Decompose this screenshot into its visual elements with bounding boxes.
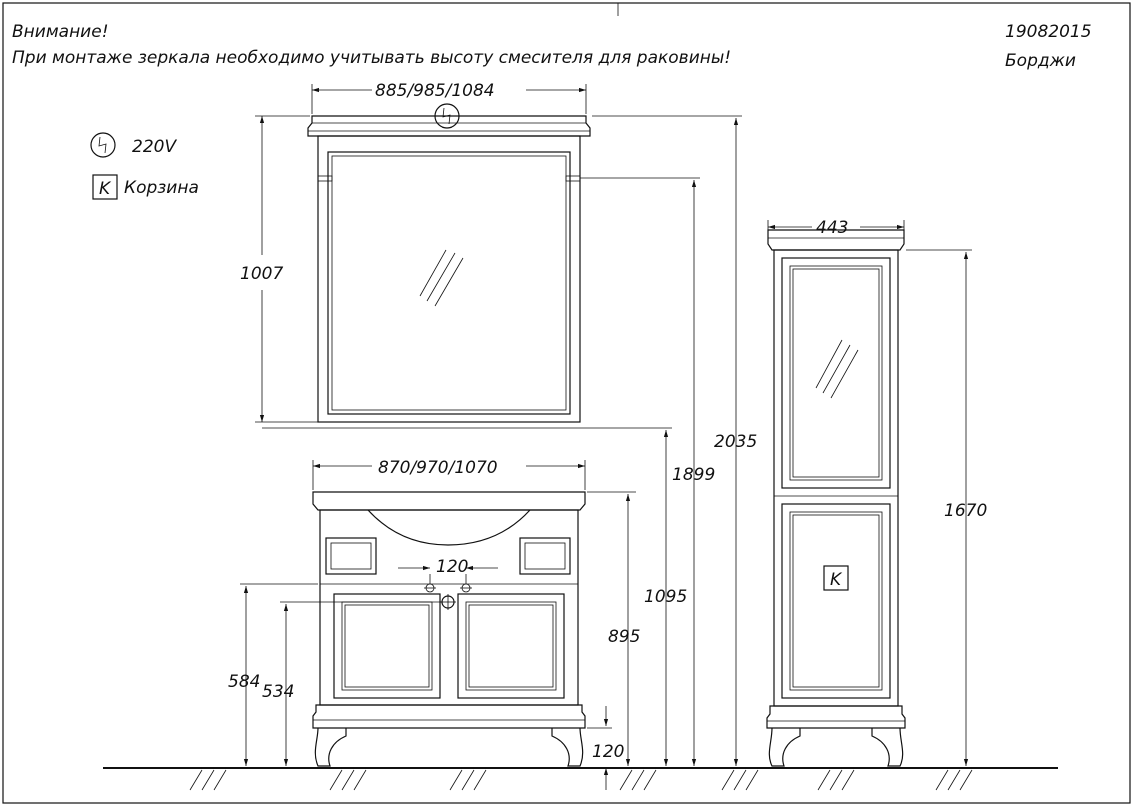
doc-number: 19082015	[1005, 22, 1092, 42]
warning-title: Внимание!	[12, 22, 109, 42]
cabinet-width-label: 443	[816, 218, 848, 238]
pipe-high-label: 584	[228, 672, 260, 692]
tall-cabinet-drawing	[766, 229, 906, 767]
power-symbol-icon	[90, 132, 116, 158]
series-name: Борджи	[1005, 51, 1076, 71]
floor-line	[103, 767, 1058, 791]
basin-height-label: 895	[608, 627, 640, 647]
cabinet-basket-symbol: K	[830, 570, 843, 590]
mirror-drawing	[307, 103, 591, 423]
basket-label: Корзина	[124, 178, 199, 198]
vanity-width-label: 870/970/1070	[378, 458, 498, 478]
mirror-hook-height-label: 1899	[672, 465, 715, 485]
cabinet-basket-box	[823, 565, 849, 591]
power-label: 220V	[132, 137, 177, 157]
basket-symbol-box	[92, 174, 118, 200]
mirror-width-label: 885/985/1084	[375, 81, 495, 101]
warning-text: При монтаже зеркала необходимо учитывать…	[12, 48, 731, 68]
mirror-lamp-icon	[434, 103, 460, 129]
floor-gap-label: 120	[592, 742, 624, 762]
pipe-low-label: 534	[262, 682, 294, 702]
mirror-top-height-label: 2035	[714, 432, 757, 452]
mirror-height-label: 1007	[240, 264, 283, 284]
basket-symbol: K	[99, 179, 112, 199]
mirror-bottom-height-label: 1095	[644, 587, 687, 607]
tap-spacing-label: 120	[436, 557, 468, 577]
cabinet-height-label: 1670	[944, 501, 987, 521]
vanity-drawing	[312, 491, 586, 767]
